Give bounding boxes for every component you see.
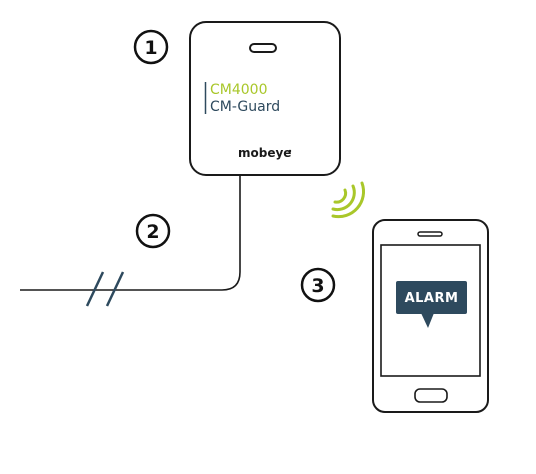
wireless-signal-icon [331, 181, 366, 219]
cm4000-device: CM4000 CM-Guard mobeye [189, 21, 341, 176]
alarm-notification-bubble: ALARM [396, 281, 467, 328]
led-indicator-icon [249, 43, 277, 53]
step-3-marker: 3 [300, 267, 336, 303]
sensor-cable [20, 175, 241, 291]
step-2-label: 2 [146, 221, 159, 243]
device-model-line1: CM4000 [210, 82, 267, 98]
phone-home-button [414, 388, 448, 403]
alarm-text: ALARM [405, 291, 459, 306]
step-3-label: 3 [311, 275, 324, 297]
phone-speaker [417, 231, 443, 237]
cable-break-icon [85, 271, 125, 307]
step-2-marker: 2 [135, 213, 171, 249]
device-model-line2: CM-Guard [210, 99, 280, 115]
brand-logo: mobeye [238, 146, 291, 160]
step-1-marker: 1 [133, 29, 169, 65]
step-1-label: 1 [144, 37, 157, 59]
